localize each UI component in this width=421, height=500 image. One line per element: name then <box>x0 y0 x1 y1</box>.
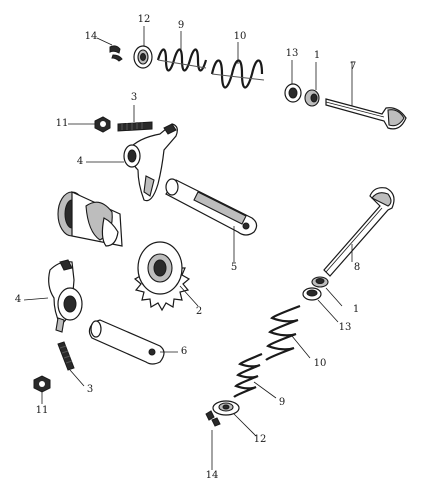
leader-lines <box>23 26 353 470</box>
callout-12-top: 12 <box>137 14 151 25</box>
callout-11-bottom: 11 <box>35 405 49 416</box>
callout-3-bottom: 3 <box>86 384 94 395</box>
callout-14-top: 14 <box>84 31 98 42</box>
callout-2: 2 <box>195 306 203 317</box>
callout-4-top: 4 <box>76 156 84 167</box>
callout-4-bottom: 4 <box>14 294 22 305</box>
callout-3-top: 3 <box>130 92 138 103</box>
spring-retainer-bottom <box>212 400 240 416</box>
valve-keepers-bottom <box>205 410 221 427</box>
inner-valve-spring-top <box>156 48 208 72</box>
adjusting-screw-bottom <box>57 341 75 371</box>
spring-seat-bottom <box>311 276 329 288</box>
rocker-arm-top <box>123 123 178 202</box>
outer-valve-spring-bottom <box>265 304 301 361</box>
callout-1-bottom: 1 <box>352 304 360 315</box>
rocker-shaft-6 <box>88 319 165 365</box>
valve-stem-seal-bottom <box>302 287 322 301</box>
rocker-shaft-5 <box>165 178 258 236</box>
outer-valve-spring-top <box>210 59 265 89</box>
callout-12-bottom: 12 <box>253 434 267 445</box>
inner-valve-spring-bottom <box>233 352 263 398</box>
valve-8 <box>323 187 395 277</box>
valve-stem-seal-top <box>284 83 302 103</box>
callout-5: 5 <box>230 262 238 273</box>
lock-nut-bottom <box>33 375 51 393</box>
valve-keepers-top <box>109 45 123 62</box>
adjusting-screw-top <box>117 121 153 132</box>
callout-9-top: 9 <box>177 20 185 31</box>
spring-seat-top <box>304 89 320 107</box>
valve-7 <box>325 98 407 130</box>
callout-9-bottom: 9 <box>278 397 286 408</box>
callout-6: 6 <box>180 346 188 357</box>
callout-10-bottom: 10 <box>313 358 327 369</box>
callout-8: 8 <box>353 262 361 273</box>
callout-1-top: 1 <box>313 50 321 61</box>
callout-11-top: 11 <box>55 118 69 129</box>
callout-13-bottom: 13 <box>338 322 352 333</box>
camshaft-2 <box>57 191 191 312</box>
callout-7: 7 <box>349 61 357 72</box>
lock-nut-top <box>94 116 111 133</box>
callout-13-top: 13 <box>285 48 299 59</box>
callout-14-bottom: 14 <box>205 470 219 481</box>
rocker-arm-bottom <box>48 259 83 333</box>
callout-10-top: 10 <box>233 31 247 42</box>
spring-retainer-top <box>133 45 153 69</box>
